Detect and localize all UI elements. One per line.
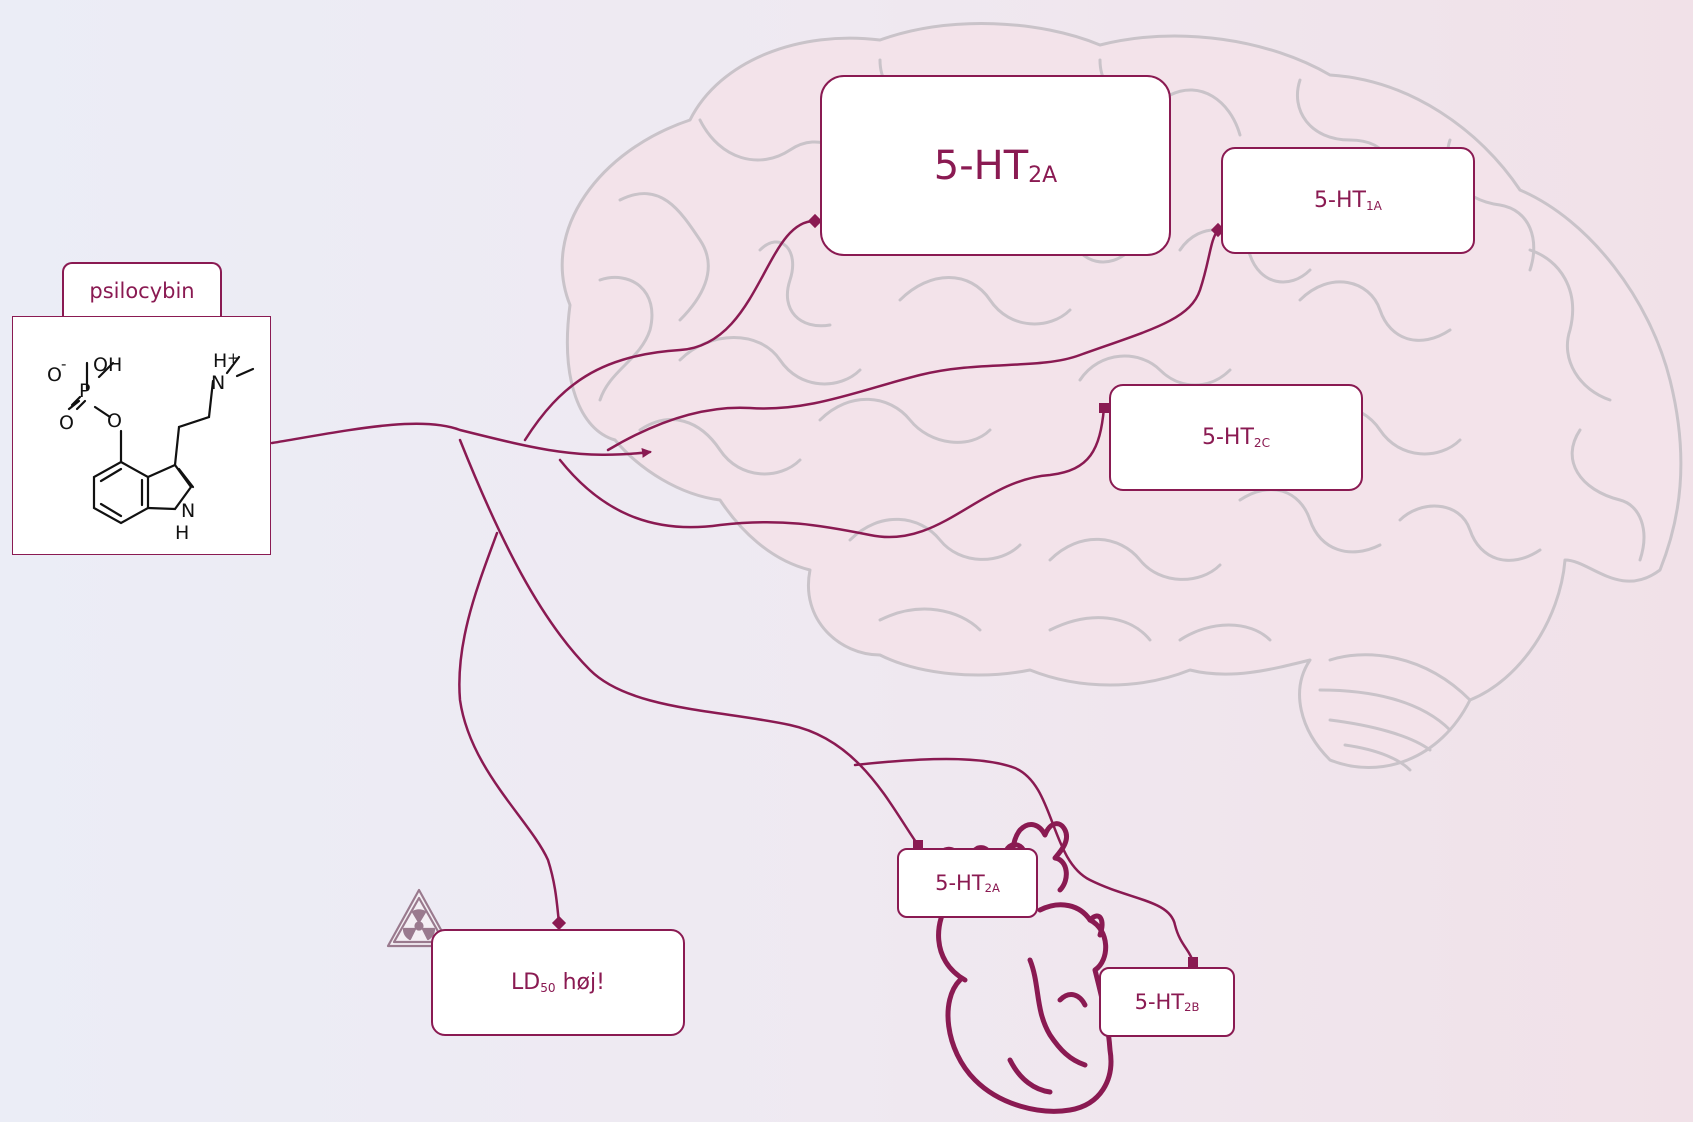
receptor-heart-5ht2a-label: 5-HT <box>935 871 985 895</box>
receptor-brain-5ht2c-subscript: 2C <box>1253 435 1271 450</box>
line-psilocybin-to-brain <box>270 422 652 458</box>
atom-o-double: O <box>59 412 74 434</box>
atom-nh-n: N <box>181 500 195 522</box>
atom-o-minus: O <box>47 364 62 386</box>
psilocybin-structure-card: O - OH P O O N H + N H <box>12 316 271 555</box>
receptor-brain-5ht2c-label: 5-HT <box>1201 425 1254 450</box>
psilocybin-structure-icon: O - OH P O O N H + N H <box>47 349 255 544</box>
connector-end-ld50 <box>551 915 567 931</box>
atom-p: P <box>79 380 90 402</box>
receptor-heart-5ht2b-label: 5-HT <box>1134 990 1185 1014</box>
line-heart-2a-to-2b <box>853 757 1195 964</box>
ld50-subscript: 50 <box>540 980 556 995</box>
ld50-suffix: høj! <box>555 970 605 995</box>
atom-h-on-n: H <box>213 350 227 372</box>
atom-plus: + <box>227 349 240 367</box>
receptor-heart-5ht2a-subscript: 2A <box>984 881 1000 896</box>
psilocybin-label: psilocybin <box>89 279 195 303</box>
atom-n-plus: N <box>211 372 225 394</box>
receptor-brain-5ht1a-subscript: 1A <box>1365 198 1382 213</box>
connector-end-heart-2a <box>913 840 923 850</box>
receptor-brain-5ht1a-label: 5-HT <box>1314 188 1366 213</box>
receptor-brain-5ht2a-label: 5-HT <box>933 142 1029 189</box>
receptor-heart-5ht2b-subscript: 2B <box>1184 1000 1200 1015</box>
receptor-brain-5ht2a-subscript: 2A <box>1028 162 1058 188</box>
connector-end-2c <box>1099 403 1109 413</box>
line-to-brain-2a <box>523 219 817 442</box>
connector-end-2a <box>807 213 823 229</box>
atom-minus: - <box>61 355 66 373</box>
line-to-ld50 <box>458 531 561 925</box>
connector-end-heart-2b <box>1188 957 1198 967</box>
line-to-heart-2a <box>458 438 920 847</box>
line-to-brain-2c <box>558 406 1106 539</box>
atom-nh-h: H <box>175 522 189 544</box>
psilocybin-tab: psilocybin <box>62 262 222 318</box>
atom-oh: OH <box>93 354 122 376</box>
ld50-label: LD <box>511 970 541 995</box>
line-to-brain-1a <box>606 228 1220 452</box>
atom-o-ester: O <box>107 410 122 432</box>
